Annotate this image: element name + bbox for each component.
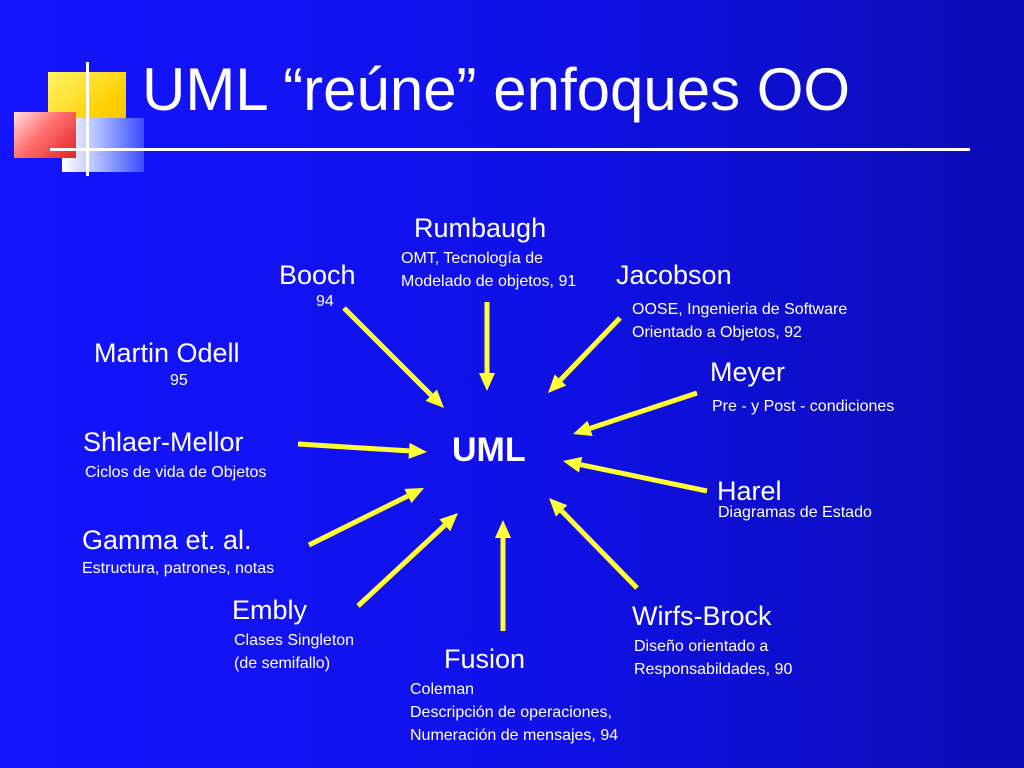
arrow-harel-shaft xyxy=(580,462,708,494)
author-meyer-detail: Pre - y Post - condiciones xyxy=(712,398,895,415)
author-booch: Booch xyxy=(279,260,356,290)
author-rumbaugh-detail-1: OMT, Tecnología de xyxy=(401,250,544,267)
arrow-gamma-head xyxy=(404,488,424,504)
arrow-embly-shaft xyxy=(356,523,447,608)
arrow-embly-head xyxy=(439,513,458,532)
logo-vertical-line xyxy=(86,62,89,176)
author-gamma-detail: Estructura, patrones, notas xyxy=(82,560,275,577)
author-fusion-detail-3: Numeración de mensajes, 94 xyxy=(410,727,619,744)
author-fusion: Fusion xyxy=(444,644,526,674)
arrow-gamma-shaft xyxy=(307,493,409,548)
author-harel: Harel xyxy=(717,476,782,506)
author-embly-detail-2: (de semifallo) xyxy=(234,655,331,672)
arrow-shlaer-mellor-head xyxy=(408,442,427,459)
author-wirfs-brock-detail-2: Responsabildades, 90 xyxy=(634,661,793,678)
author-martin-odell: Martin Odell xyxy=(94,338,240,368)
author-gamma: Gamma et. al. xyxy=(82,525,252,555)
arrow-harel-head xyxy=(563,456,583,473)
author-martin-odell-detail: 95 xyxy=(170,372,188,389)
author-shlaer-mellor-detail: Ciclos de vida de Objetos xyxy=(85,464,267,481)
arrow-rumbaugh-head xyxy=(479,373,495,391)
arrow-jacobson-shaft xyxy=(558,316,622,382)
arrow-fusion-head xyxy=(495,520,511,538)
author-rumbaugh: Rumbaugh xyxy=(414,213,547,243)
arrow-booch-head xyxy=(425,389,444,408)
author-embly: Embly xyxy=(232,595,308,625)
author-jacobson: Jacobson xyxy=(616,260,732,290)
author-jacobson-detail-1: OOSE, Ingenieria de Software xyxy=(632,301,848,318)
author-embly-detail-1: Clases Singleton xyxy=(234,632,355,649)
arrow-shlaer-mellor-shaft xyxy=(297,441,410,454)
author-shlaer-mellor: Shlaer-Mellor xyxy=(83,427,244,457)
author-jacobson-detail-2: Orientado a Objetos, 92 xyxy=(632,324,802,341)
arrow-jacobson-head xyxy=(548,374,567,393)
author-rumbaugh-detail-2: Modelado de objetos, 91 xyxy=(401,273,577,290)
author-wirfs-brock-detail-1: Diseño orientado a xyxy=(634,638,769,655)
author-harel-detail: Diagramas de Estado xyxy=(718,504,872,521)
author-fusion-detail-1: Coleman xyxy=(410,681,475,698)
slide-title: UML “reúne” enfoques OO xyxy=(142,56,851,123)
center-label: UML xyxy=(452,431,526,469)
arrow-meyer-head xyxy=(573,420,593,436)
author-wirfs-brock: Wirfs-Brock xyxy=(632,601,772,631)
author-fusion-detail-2: Descripción de operaciones, xyxy=(410,704,612,721)
arrow-wirfs-brock-shaft xyxy=(559,509,639,590)
arrow-booch-shaft xyxy=(342,306,434,398)
title-underline xyxy=(50,148,970,151)
author-booch-detail: 94 xyxy=(316,293,334,310)
author-meyer: Meyer xyxy=(710,357,786,387)
arrow-wirfs-brock-head xyxy=(549,498,568,517)
arrow-meyer-shaft xyxy=(589,390,698,431)
